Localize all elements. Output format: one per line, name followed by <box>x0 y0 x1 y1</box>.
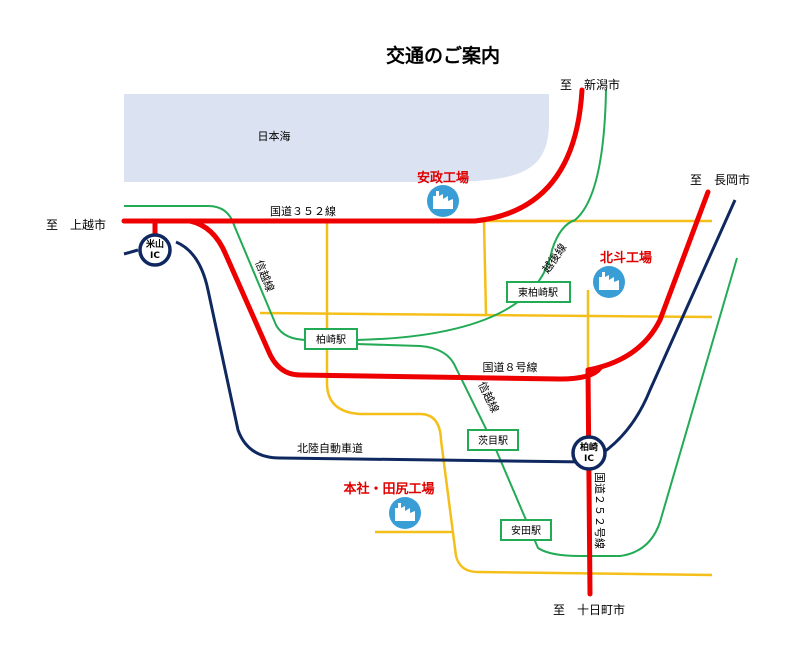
station-label: 茨目駅 <box>478 434 508 447</box>
station-label: 柏崎駅 <box>316 333 346 346</box>
interchange-label-line2: IC <box>150 251 160 261</box>
interchange-label-line1: 柏崎 <box>580 441 598 453</box>
station-higashi-kashiwazaki[interactable]: 東柏崎駅 <box>506 281 571 303</box>
national-roads <box>121 87 711 597</box>
destination-niigata: 至 新潟市 <box>560 77 620 92</box>
sea-label: 日本海 <box>258 129 291 143</box>
factory-icon <box>427 185 459 217</box>
factory-honsha[interactable]: 本社・田尻工場 <box>343 481 435 529</box>
factory-icon <box>389 497 421 529</box>
interchange-yoneyama[interactable]: 米山 IC <box>138 233 172 267</box>
station-ibarame[interactable]: 茨目駅 <box>467 429 519 451</box>
interchange-marker <box>138 233 172 267</box>
station-kashiwazaki[interactable]: 柏崎駅 <box>304 328 358 350</box>
map-title: 交通のご案内 <box>386 44 500 67</box>
factory-label: 安政工場 <box>417 170 469 186</box>
sea-area <box>124 94 549 182</box>
road-label-expressway: 北陸自動車道 <box>297 441 363 455</box>
station-label: 安田駅 <box>511 524 541 537</box>
interchange-label-line2: IC <box>584 454 594 464</box>
road-label-route8: 国道８号線 <box>483 360 538 374</box>
destination-nagaoka: 至 長岡市 <box>690 172 750 187</box>
factory-anmasa[interactable]: 安政工場 <box>417 170 469 217</box>
station-yasuda[interactable]: 安田駅 <box>500 519 552 541</box>
station-label: 東柏崎駅 <box>518 286 558 299</box>
factory-label: 本社・田尻工場 <box>343 481 434 497</box>
rail-label-shinetsu: 信越線 <box>475 379 502 415</box>
interchange-kashiwazaki[interactable]: 柏崎 IC <box>571 435 607 471</box>
local-roads <box>259 219 713 577</box>
railways <box>124 89 738 557</box>
factory-hokuto[interactable]: 北斗工場 <box>593 250 652 298</box>
interchange-marker <box>571 435 607 471</box>
factory-icon <box>593 266 625 298</box>
road-label-route352: 国道３５２線 <box>270 204 336 218</box>
factory-label: 北斗工場 <box>600 250 652 266</box>
interchange-label-line1: 米山 <box>145 238 164 250</box>
road-label-route252: 国道２５２号線 <box>593 472 607 549</box>
destination-tokamachi: 至 十日町市 <box>553 602 625 617</box>
destination-joetsu: 至 上越市 <box>46 217 106 232</box>
